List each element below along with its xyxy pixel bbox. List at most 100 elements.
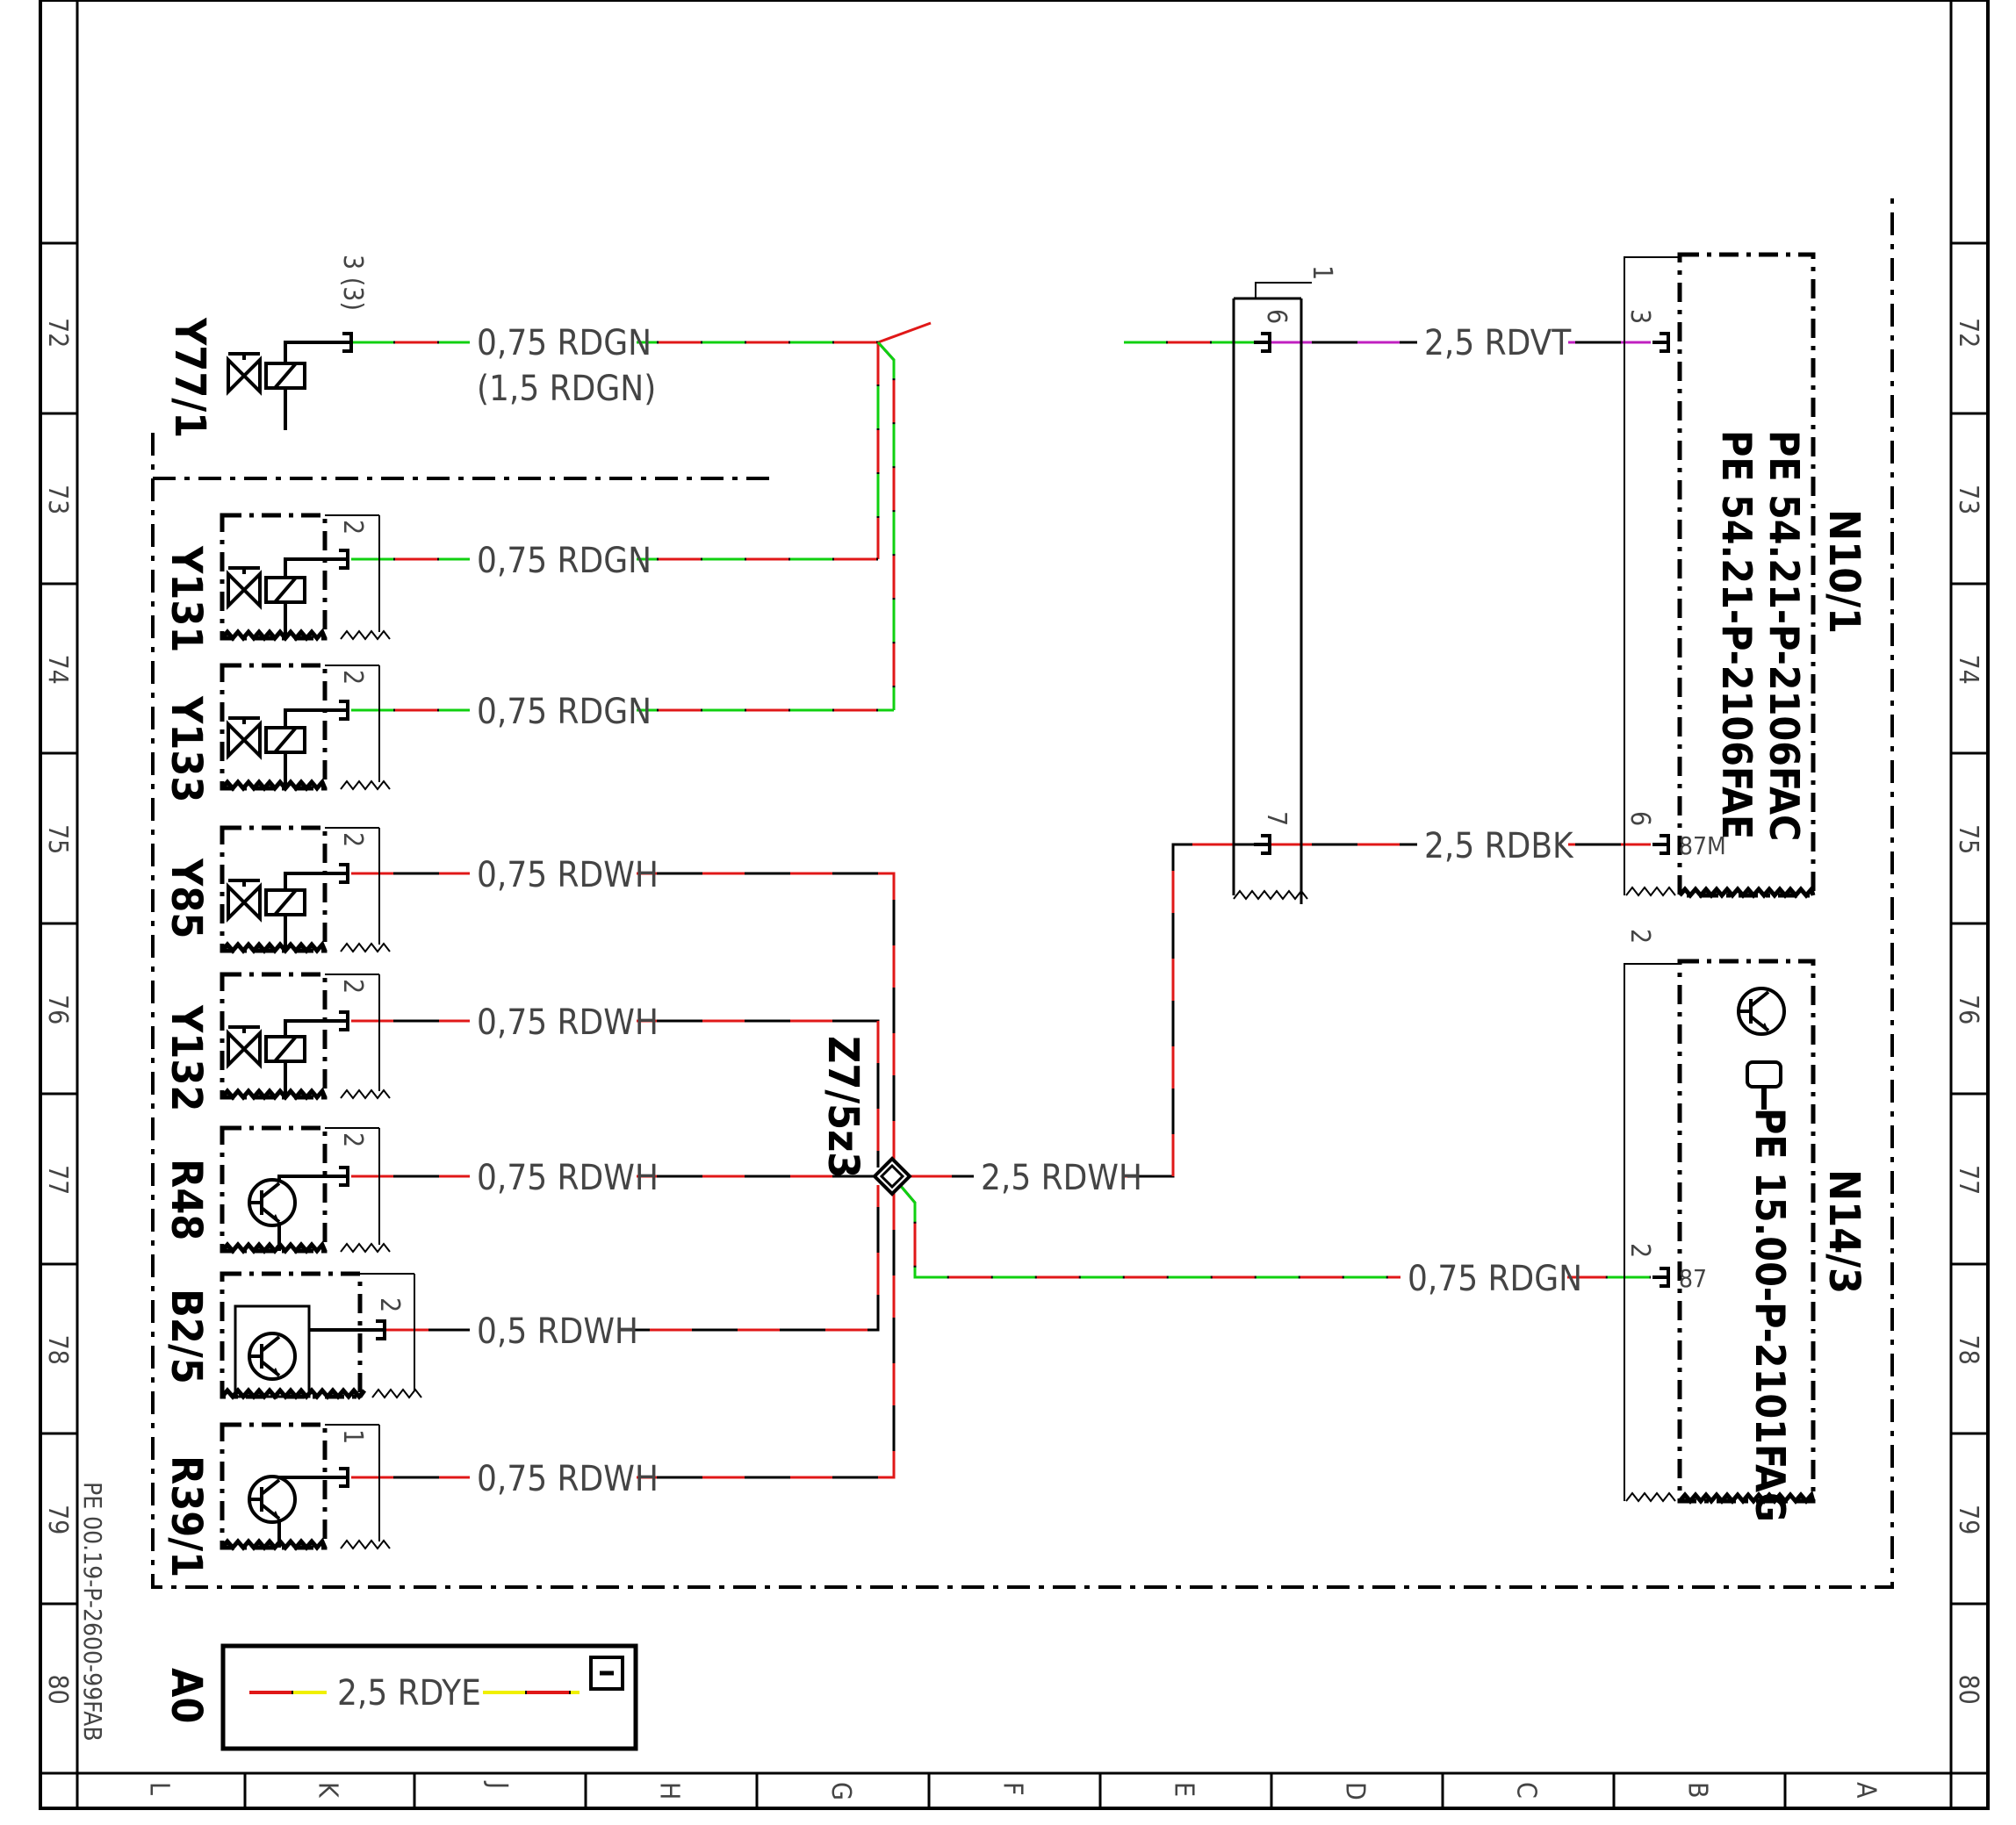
n10-1-pin3-label: 3 [1624,309,1655,324]
grid-row-left: 78 [42,1335,73,1365]
a0-wire-label: 2,5 RDYE [337,1673,481,1714]
n10-1-pin6-label: 6 [1624,811,1655,826]
valve-icon [227,566,262,607]
valve-icon [227,1025,262,1067]
n10-1-box [1677,252,1816,898]
wire-label-y85: 0,75 RDWH [477,855,659,895]
y133-label: Y133 [162,695,211,802]
grid-col-bottom: J [483,1780,514,1789]
grid-row-right: 75 [1953,824,1984,854]
y77-1-label: Y77/1 [165,317,214,438]
a0-label: A0 [162,1668,211,1723]
grid-row-left: 74 [42,655,73,685]
wire-label-r39-1: 0,75 RDWH [477,1459,659,1499]
n14-3-pin-top-label: 2 [1624,929,1655,944]
grid-row-right: 80 [1953,1675,1984,1705]
grid-col-bottom: E [1169,1782,1199,1797]
y131-module [227,514,380,638]
wire-label-b2-5-bg [470,1313,621,1352]
wire-label-n14-3-bg [1400,1261,1567,1299]
z7-5z3-splice [872,1156,912,1196]
wire-splice-out-c1 [910,843,1256,1178]
y85-wiring [284,872,339,951]
wire-label-y77-1-alt: (1,5 RDGN) [477,369,656,409]
b2-5-box [220,1271,363,1399]
y133-wavy [220,778,328,792]
y132-pin-label: 2 [337,979,368,994]
wire-label-r48: 0,75 RDWH [477,1158,659,1198]
b2-5-wavy [220,1387,367,1400]
n10-1-term: 87M [1679,831,1726,860]
r39_1-pin-label: 1 [337,1429,368,1444]
y131-label: Y131 [162,545,211,652]
footer-ref: PE 00.19-P-2600-99FAB [78,1482,107,1742]
grid-row-right: 77 [1953,1165,1984,1195]
y133-wiring [284,708,339,788]
grid-row-right: 76 [1953,995,1984,1024]
connector-pin-7-label: 7 [1261,811,1292,826]
wire-label-rdbk-bg [1417,828,1568,866]
wire-label-splice-out-bg [974,1160,1125,1198]
n10-1-wavy [1678,884,1816,899]
y85-label: Y85 [162,858,211,938]
sheet-frame [39,0,1990,1810]
y85-wavy [220,940,328,954]
wire-vert-y133-c1 [876,341,896,710]
connector-pin-6-label: 6 [1261,309,1292,324]
wire-label-y131-bg [470,542,637,581]
wire-b2-5 [386,1185,880,1332]
y85-pin-label: 2 [337,832,368,847]
ground-enclosure [151,191,1894,1589]
connector-wavy [1233,889,1308,901]
wire-label-y133: 0,75 RDGN [477,692,652,732]
wire-label-b2-5: 0,5 RDWH [477,1311,638,1352]
connector-flag [1255,282,1312,298]
n10-1-conn [1624,256,1680,895]
pointing-hand-icon [1746,1060,1782,1110]
transistor-icon [248,1475,297,1524]
grid-row-right: 73 [1953,485,1984,514]
n10-1-ref2: PE 54.21-P-2106FAE [1713,430,1760,839]
y132-wiring [284,1019,339,1097]
n14-3-conn-wavy [1625,1491,1676,1503]
n10-1-conn-wavy [1625,886,1676,897]
transistor-icon [248,1178,297,1227]
grid-col-bottom: A [1851,1782,1882,1799]
n14-3-wavy [1678,1490,1816,1505]
wire-vert-y133 [876,341,896,710]
wire-label-rdbk: 2,5 RDBK [1424,826,1574,866]
grid-row-left: 76 [42,995,73,1024]
coil-icon [264,576,306,604]
outer-border [39,0,1990,1810]
wire-label-y77-1: 0,75 RDGN [477,323,652,363]
grid-row-right: 72 [1953,318,1984,348]
wire-label-y133-bg [470,693,637,732]
connector-strip [1232,282,1312,904]
grid-row-left: 80 [42,1675,73,1705]
y85-module [227,827,380,951]
wire-y132 [351,1019,880,1168]
grid-row-right: 79 [1953,1505,1984,1534]
y131-wiring [284,557,339,638]
grid-col-bottom: L [144,1782,175,1795]
splice-diamond [872,1156,912,1196]
wire-label-r48-bg [470,1160,637,1198]
n14-3-conn [1624,963,1680,1501]
r48-conn-wavy [340,1242,391,1254]
y133-module [227,665,380,788]
wire-label-y131: 0,75 RDGN [477,541,652,581]
n10-1-module [1624,256,1680,895]
coil-icon [264,888,306,916]
grid-row-left: 79 [42,1505,73,1534]
y85-conn-wavy [340,942,391,953]
grid-col-bottom: D [1340,1782,1371,1800]
y131-conn-wavy [340,629,391,641]
n14-3-box [1677,959,1816,1504]
n14-3-label: N14/3 [1819,1169,1868,1294]
wire-label-rdvt: 2,5 RDVT [1424,323,1572,363]
b2-5-conn-wavy [371,1388,422,1399]
grid-row-left: 73 [42,485,73,514]
grid-row-left: 72 [42,318,73,348]
y77-1-symbol [227,341,342,430]
y77-1-wiring [284,341,342,430]
